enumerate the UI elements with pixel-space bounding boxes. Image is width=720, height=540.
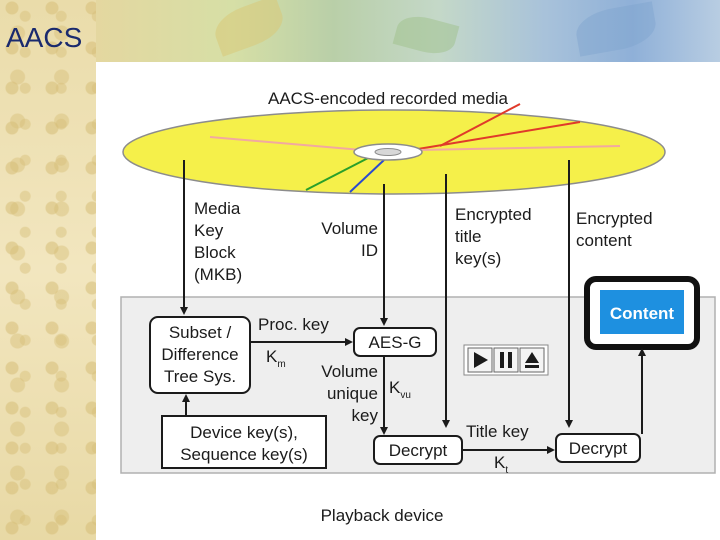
device-keys-box — [161, 415, 327, 469]
title-key-label: Title key — [466, 422, 529, 441]
disc-track-line — [209, 136, 363, 151]
eject-icon — [519, 347, 545, 373]
subset-difference-box — [149, 316, 251, 394]
svg-text:key: key — [352, 406, 379, 425]
svg-text:Media: Media — [194, 199, 241, 218]
disc-hole — [374, 148, 402, 156]
kt-label: Kt — [494, 453, 508, 476]
decrypt-label-1: Decrypt — [389, 441, 448, 460]
svg-text:key(s): key(s) — [455, 249, 501, 268]
disc-label: AACS-encoded recorded media — [268, 89, 509, 108]
svg-text:Tree Sys.: Tree Sys. — [164, 367, 236, 386]
svg-text:Difference: Difference — [161, 345, 238, 364]
aes-g-box — [353, 327, 437, 357]
content-screen — [600, 290, 684, 334]
svg-text:Key: Key — [194, 221, 224, 240]
playback-device-label: Playback device — [321, 506, 444, 525]
svg-text:ID: ID — [361, 241, 378, 260]
svg-text:content: content — [576, 231, 632, 250]
svg-text:Device key(s),: Device key(s), — [190, 423, 298, 442]
disc-track-line — [349, 159, 385, 193]
disc-track-line — [305, 155, 373, 191]
kvu-label: Kvu — [389, 378, 411, 401]
svg-text:Sequence key(s): Sequence key(s) — [180, 445, 308, 464]
svg-text:Volume: Volume — [321, 219, 378, 238]
proc-key-label: Proc. key — [258, 315, 329, 334]
svg-text:Block: Block — [194, 243, 236, 262]
svg-text:Subset /: Subset / — [169, 323, 232, 342]
decrypt-label-2: Decrypt — [569, 439, 628, 458]
volume-id-label: Volume ID — [321, 219, 378, 260]
encrypted-content-label: Encrypted content — [576, 209, 653, 250]
player-controls — [463, 344, 549, 376]
pause-icon — [493, 347, 519, 373]
mkb-label: Media Key Block (MKB) — [194, 199, 242, 284]
background-texture — [0, 0, 96, 540]
km-label: Km — [266, 347, 286, 370]
disc-track-line — [417, 145, 621, 151]
svg-text:Encrypted: Encrypted — [576, 209, 653, 228]
page-title: AACS — [6, 22, 83, 53]
svg-text:unique: unique — [327, 384, 378, 403]
subset-difference-label: Subset / Difference Tree Sys. — [161, 323, 238, 386]
play-icon — [467, 347, 493, 373]
device-keys-label: Device key(s), Sequence key(s) — [180, 423, 308, 464]
svg-text:(MKB): (MKB) — [194, 265, 242, 284]
encrypted-title-keys-label: Encrypted title key(s) — [455, 205, 532, 268]
svg-text:Volume: Volume — [321, 362, 378, 381]
aes-g-label: AES-G — [369, 333, 422, 352]
header-banner — [96, 0, 720, 62]
content-label: Content — [610, 304, 675, 323]
disc-track-line — [439, 103, 521, 147]
decrypt-box-2 — [555, 433, 641, 463]
svg-text:title: title — [455, 227, 481, 246]
volume-unique-key-label: Volume unique key — [321, 362, 378, 425]
svg-text:Encrypted: Encrypted — [455, 205, 532, 224]
